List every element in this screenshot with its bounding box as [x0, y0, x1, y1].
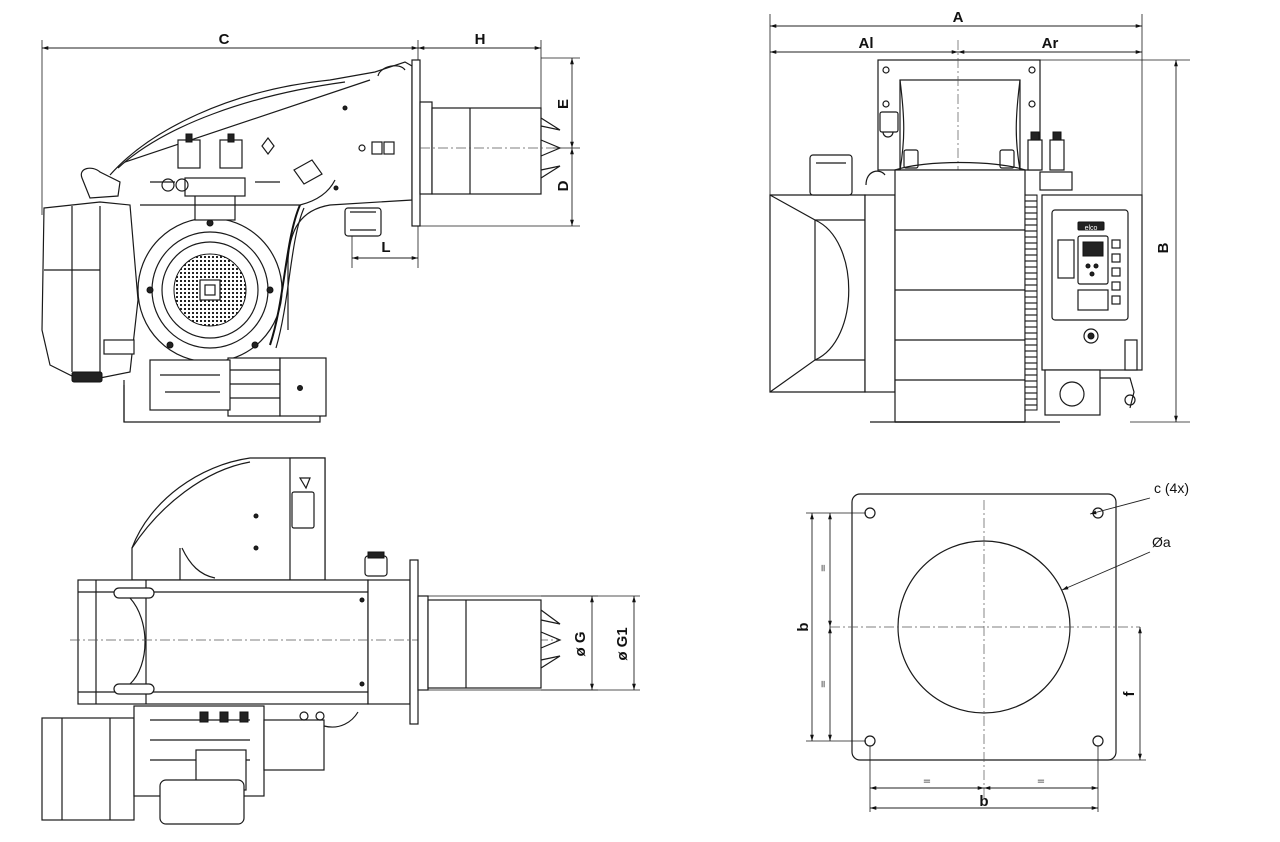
holes-label: c (4x) [1154, 480, 1189, 496]
dim-label-l: L [381, 239, 390, 256]
dim-label-d: D [555, 180, 572, 191]
vertical-pitch-label: b [795, 622, 812, 631]
dim-label-g1: ø G1 [614, 627, 631, 660]
front-view: elco [769, 14, 1190, 423]
dim-label-al: Al [859, 35, 874, 52]
flange-plate-view [806, 493, 1151, 812]
equal-mark: = [1037, 776, 1045, 787]
offset-label-f: f [1121, 691, 1138, 697]
dim-label-ar: Ar [1042, 35, 1059, 52]
dim-label-a: A [953, 9, 964, 26]
dim-label-h: H [475, 31, 486, 48]
indicator-buttons [1111, 239, 1121, 305]
horizontal-pitch-label: b [979, 793, 988, 810]
equal-mark: = [818, 564, 829, 572]
bore-label: Øa [1152, 534, 1171, 550]
dim-label-c: C [219, 31, 230, 48]
dim-label-e: E [555, 99, 572, 109]
top-view [41, 457, 640, 825]
dim-label-g: ø G [572, 632, 589, 657]
side-view [41, 40, 580, 423]
dim-label-b: B [1155, 242, 1172, 253]
brand-label: elco [1085, 225, 1098, 232]
equal-mark: = [818, 680, 829, 688]
equal-mark: = [923, 776, 931, 787]
